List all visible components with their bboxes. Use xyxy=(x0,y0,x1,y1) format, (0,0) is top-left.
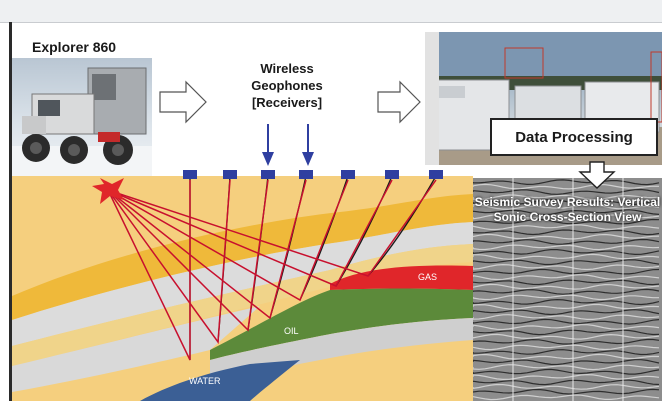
seismic-trace xyxy=(473,318,660,325)
ray-path xyxy=(107,179,393,287)
geophone-marker-icon xyxy=(261,170,275,179)
seismic-trace xyxy=(473,229,660,236)
seismic-trace xyxy=(473,379,660,386)
seismic-trace xyxy=(473,298,660,306)
ray-paths xyxy=(107,179,437,361)
seismic-trace xyxy=(473,209,660,216)
explorer-label: Explorer 860 xyxy=(32,39,117,55)
seismic-trace xyxy=(473,359,660,366)
shot-source-icon xyxy=(92,178,124,204)
top-strip xyxy=(0,0,662,23)
seismic-trace xyxy=(473,283,660,290)
seismic-trace xyxy=(473,268,660,275)
grey-band-1 xyxy=(12,222,473,346)
seismic-trace xyxy=(473,214,660,221)
data-processing-label: Data Processing xyxy=(515,128,633,146)
ray-path xyxy=(107,179,269,332)
seismic-trace xyxy=(473,373,660,381)
seismic-trace xyxy=(473,314,660,320)
seismic-trace xyxy=(473,309,660,316)
seismic-section-panel xyxy=(473,178,662,401)
seismic-trace xyxy=(473,179,660,186)
grey-band-2 xyxy=(12,306,260,392)
seismic-trace xyxy=(473,364,660,371)
ray-path xyxy=(107,179,349,302)
seismic-trace xyxy=(473,233,660,240)
geophone-line xyxy=(367,175,437,277)
seismic-trace xyxy=(473,353,660,360)
seismic-trace xyxy=(473,244,660,251)
hollow-arrow-right-icon xyxy=(159,80,207,124)
seismic-trace xyxy=(473,394,660,401)
gas-label: GAS xyxy=(418,272,438,282)
seismic-trace xyxy=(473,383,660,390)
left-border xyxy=(9,22,12,401)
seismic-trace xyxy=(473,224,660,231)
seismic-trace xyxy=(473,259,660,266)
seismic-trace xyxy=(473,198,660,206)
seismic-trace xyxy=(473,238,660,245)
oil-layer xyxy=(210,288,473,360)
wireless-geophones-label: Wireless Geophones [Receivers] xyxy=(251,61,323,110)
seismic-trace xyxy=(473,274,660,281)
ray-path xyxy=(107,179,437,277)
hollow-arrow-down-icon xyxy=(578,161,616,189)
seismic-trace xyxy=(473,294,659,301)
seismic-trace xyxy=(473,218,660,225)
geophone-marker-icon xyxy=(429,170,443,179)
gas-layer xyxy=(330,265,473,290)
seismic-trace xyxy=(473,388,660,395)
seismic-trace xyxy=(473,183,660,190)
geophone-marker-icon xyxy=(385,170,399,179)
seismic-trace xyxy=(473,253,660,260)
seismic-trace xyxy=(473,249,660,256)
seismic-trace xyxy=(473,368,660,375)
seismic-trace xyxy=(473,188,660,195)
water-label: WATER xyxy=(189,376,221,386)
ray-path xyxy=(107,179,231,345)
ray-path xyxy=(107,180,191,361)
seismic-trace xyxy=(473,288,660,295)
seismic-trace xyxy=(473,303,660,310)
hollow-arrow-right-icon xyxy=(377,80,421,124)
geophone-marker-icon xyxy=(223,170,237,179)
seismic-traces xyxy=(473,178,660,401)
geophone-marker-icon xyxy=(183,170,197,179)
geophone-marker-icon xyxy=(341,170,355,179)
seismic-trace xyxy=(473,324,660,331)
water-layer xyxy=(140,360,300,401)
geophone-marker-icon xyxy=(299,170,313,179)
seismic-trace xyxy=(473,329,660,336)
seismic-trace xyxy=(473,344,660,351)
ray-path xyxy=(107,179,307,320)
seismic-trace xyxy=(473,279,660,286)
seismic-trace xyxy=(473,194,660,201)
seismic-trace xyxy=(473,203,660,210)
truck-photo xyxy=(12,58,152,176)
seismic-trace xyxy=(473,263,660,271)
seismic-trace xyxy=(473,333,660,340)
receivers-group xyxy=(183,170,443,179)
upper-sand-band xyxy=(12,194,473,320)
oil-label: OIL xyxy=(284,326,299,336)
data-processing-box: Data Processing xyxy=(490,118,658,156)
survey-results-title: Seismic Survey Results: Vertical Sonic C… xyxy=(474,195,661,224)
seismic-trace xyxy=(473,349,660,356)
seismic-trace xyxy=(473,338,660,345)
